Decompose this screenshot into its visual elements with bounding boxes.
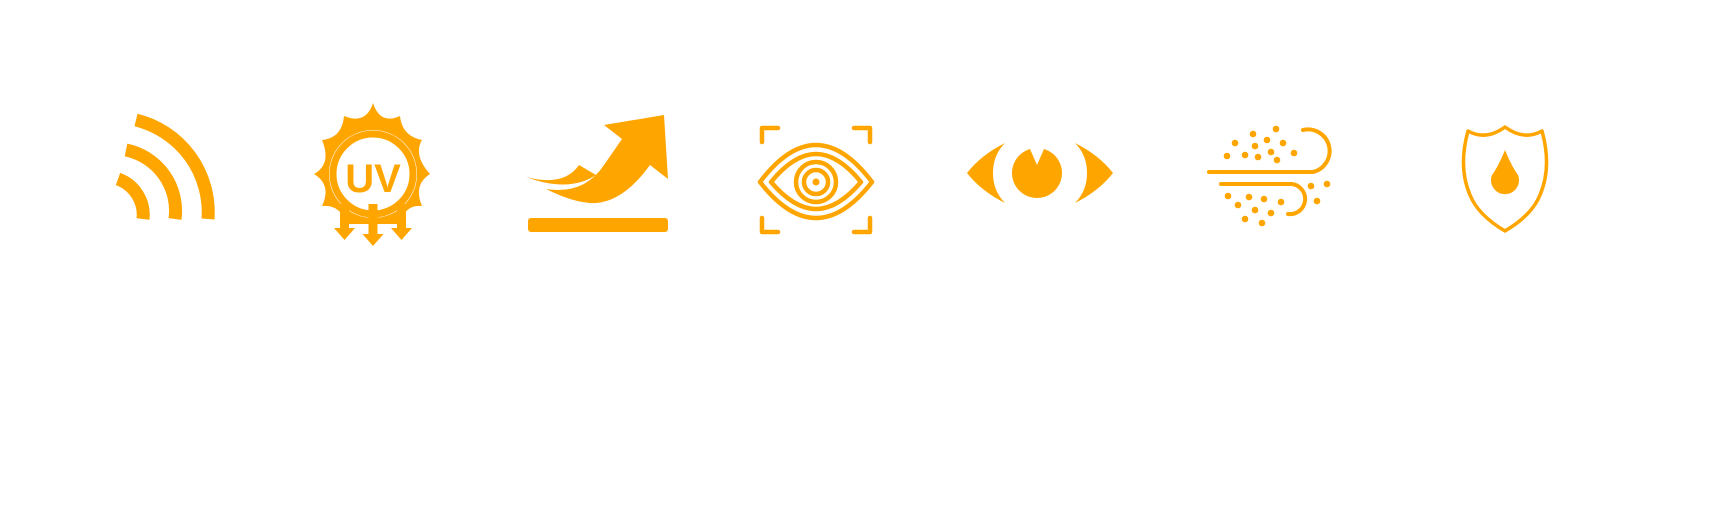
signal-wave-medium [124,143,183,220]
eye-outline [757,142,875,221]
eye-iris [1012,149,1062,198]
signal-wave-large [134,113,215,220]
uv-sun-icon: UV [295,100,455,254]
trend-arrow-icon [524,115,674,235]
iris-outer-ring [793,159,839,205]
wind-line-upper [1207,127,1332,174]
signal-wave-small [115,172,150,220]
wind-particles-icon [1205,122,1345,234]
water-drop [1491,150,1519,195]
shield-outline [1461,125,1549,233]
scan-corner-bl [759,215,781,235]
uv-down-arrows [334,204,412,246]
trend-swoosh-back [526,165,596,185]
eye-icon [965,135,1115,209]
eye-lid-right [1075,143,1113,203]
shield-drop-icon [1460,123,1550,235]
signal-waves-icon [110,112,220,224]
uv-label: UV [345,157,401,201]
eye-inner-outline [768,151,864,212]
particles [1223,125,1331,227]
iris-inner-ring [801,167,831,197]
eye-scan-icon [756,120,876,240]
trend-swoosh-arrow [546,115,668,204]
sun-core [329,130,417,218]
scan-corner-br [851,215,873,235]
wind-line-lower [1219,182,1308,217]
scan-corner-tr [851,125,873,145]
pupil [812,178,820,186]
eye-lid-left [967,143,1005,203]
trend-baseline [528,218,668,232]
scan-corner-tl [759,125,781,145]
